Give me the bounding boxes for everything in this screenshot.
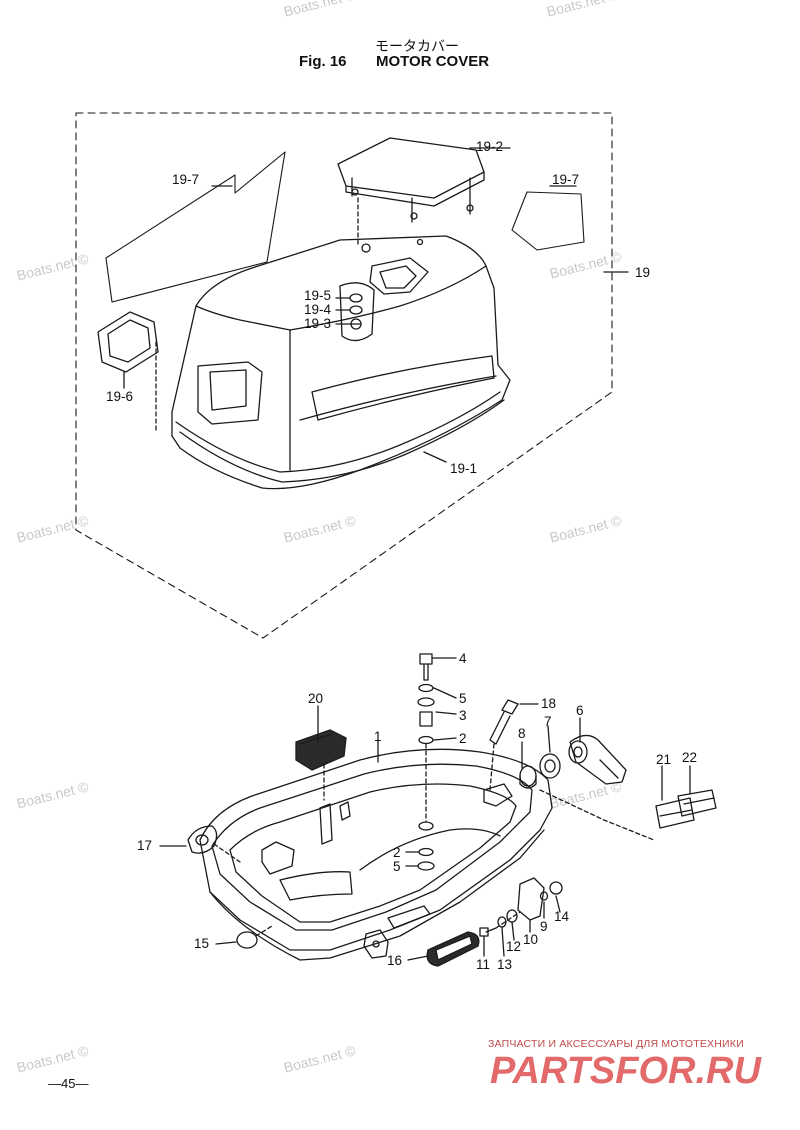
page-number: —45— — [48, 1076, 89, 1091]
washer-13 — [497, 916, 507, 928]
label-18: 18 — [541, 696, 557, 711]
figure-number: Fig. 16 — [299, 53, 347, 70]
screw-11 — [479, 927, 497, 937]
lever-6 — [568, 734, 627, 785]
label-19-4: 19-4 — [304, 302, 332, 317]
fitting-18 — [489, 699, 519, 791]
assembly-19-dashed-boundary — [75, 112, 613, 639]
plug-15 — [236, 925, 273, 949]
brand-tagline: ЗАПЧАСТИ И АКСЕССУАРЫ ДЛЯ МОТОТЕХНИКИ — [488, 1038, 744, 1050]
label-3: 3 — [459, 708, 467, 723]
bracket-10 — [517, 877, 545, 921]
label-12: 12 — [506, 939, 522, 954]
title-japanese: モータカバー — [375, 39, 459, 55]
motor-cover-19-1 — [171, 235, 511, 490]
label-15: 15 — [194, 936, 210, 951]
label-19-7-left: 19-7 — [172, 172, 200, 187]
bottom-cowl-1 — [199, 748, 553, 961]
label-6: 6 — [576, 703, 584, 718]
label-19-7-right: 19-7 — [552, 172, 580, 187]
nut-14 — [549, 881, 563, 895]
label-4: 4 — [459, 651, 467, 666]
label-9: 9 — [540, 919, 548, 934]
grommet-8 — [519, 765, 537, 789]
washer-9 — [539, 891, 549, 901]
label-2-top: 2 — [459, 731, 467, 746]
decal-19-7-left — [105, 151, 286, 303]
label-21: 21 — [656, 752, 672, 767]
label-2-bottom: 2 — [393, 845, 401, 860]
label-22: 22 — [682, 750, 698, 765]
label-19-6: 19-6 — [106, 389, 134, 404]
label-10: 10 — [523, 932, 539, 947]
label-14: 14 — [554, 909, 570, 924]
brand-logo: PARTSFOR.RU — [490, 1050, 761, 1092]
grommet-19-6 — [97, 311, 159, 433]
label-11: 11 — [476, 957, 491, 972]
figure-title: MOTOR COVER — [376, 53, 490, 70]
label-5-bottom: 5 — [393, 859, 401, 874]
label-19-1: 19-1 — [450, 461, 478, 476]
label-17: 17 — [137, 838, 153, 853]
seal-7 — [539, 753, 561, 779]
decals-21-22 — [655, 789, 717, 829]
label-5-top: 5 — [459, 691, 467, 706]
label-16: 16 — [387, 953, 403, 968]
label-8: 8 — [518, 726, 526, 741]
label-19-5: 19-5 — [304, 288, 332, 303]
grommet-16 — [426, 931, 480, 967]
plate-20 — [295, 729, 347, 801]
label-20: 20 — [308, 691, 324, 706]
label-19-3: 19-3 — [304, 316, 332, 331]
label-19-2: 19-2 — [476, 139, 504, 154]
grommet-17 — [187, 825, 241, 863]
label-19: 19 — [635, 265, 651, 280]
cover-19-2 — [337, 137, 485, 247]
bolt-stack-2-3-4-5 — [417, 653, 435, 871]
label-1: 1 — [374, 729, 382, 744]
label-7: 7 — [544, 714, 552, 729]
label-13: 13 — [497, 957, 513, 972]
decal-19-7-right — [511, 191, 585, 251]
